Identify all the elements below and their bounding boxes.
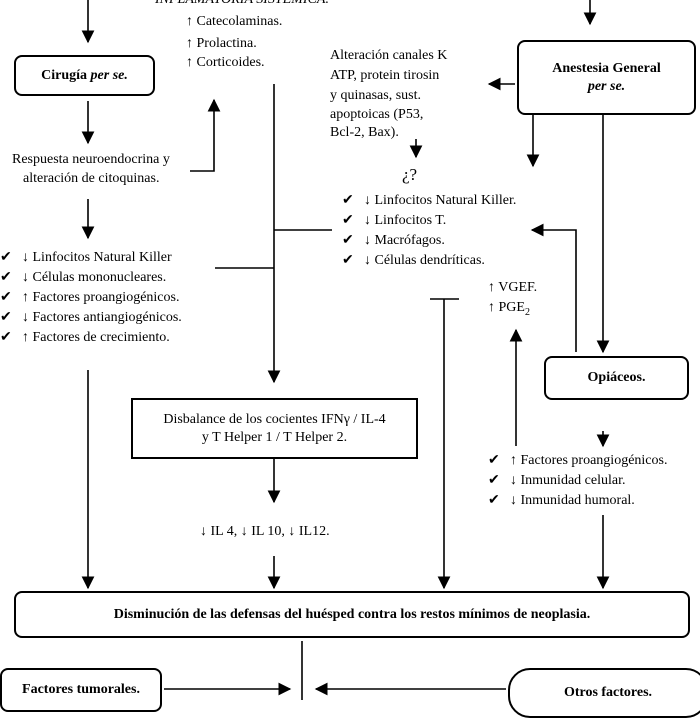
anestesia-box: Anestesia General per se. — [517, 40, 696, 115]
katp-line1: Alteración canales K — [330, 48, 448, 63]
hormone-item-corticoides: ↑ Corticoides. — [186, 55, 265, 70]
check-icon: ✔ — [0, 250, 12, 265]
cirugia-box: Cirugía per se. — [14, 55, 155, 96]
anestesia-line2: per se. — [587, 78, 626, 94]
list-item: ✔ ↓ Linfocitos Natural Killer — [0, 248, 182, 268]
disbalance-box: Disbalance de los cocientes IFNγ / IL-4 … — [131, 398, 418, 459]
center-list-item-text: ↓ Células dendríticas. — [364, 253, 485, 268]
anestesia-line1: Anestesia General — [552, 60, 661, 76]
katp-line2: ATP, protein tirosin — [330, 68, 440, 83]
opiaceos-list-item-text: ↑ Factores proangiogénicos. — [510, 453, 668, 468]
center-list: ✔ ↓ Linfocitos Natural Killer. ✔ ↓ Linfoci… — [342, 191, 516, 271]
opiaceos-label: Opiáceos. — [587, 370, 646, 385]
factores-tumorales-label: Factores tumorales. — [22, 682, 140, 697]
list-item: ✔ ↑ Factores de crecimiento. — [0, 328, 182, 348]
hormone-item-prolactina: ↑ Prolactina. — [186, 36, 257, 51]
neuro-line1: Respuesta neuroendocrina y — [12, 152, 170, 167]
check-icon: ✔ — [0, 310, 12, 325]
left-list-item-text: ↓ Células mononucleares. — [22, 270, 167, 285]
katp-line5: Bcl-2, Bax). — [330, 125, 399, 140]
cirugia-label: Cirugía — [41, 67, 88, 83]
center-list-item-text: ↓ Macrófagos. — [364, 233, 445, 248]
cirugia-emph: per se. — [90, 67, 128, 83]
list-item: ✔ ↑ Factores proangiogénicos. — [0, 288, 182, 308]
arrow-opiaceos-to-center — [530, 223, 577, 352]
arrow-neuro-to-hormones — [190, 98, 221, 172]
pge-subscript: 2 — [524, 306, 530, 318]
pge-main: ↑ PGE — [488, 300, 525, 315]
list-item: ✔ ↑ Factores proangiogénicos. — [488, 451, 667, 471]
left-list-item-text: ↓ Factores antiangiogénicos. — [22, 310, 182, 325]
list-item: ✔ ↓ Macrófagos. — [342, 231, 516, 251]
hormone-item-catecolaminas: ↑ Catecolaminas. — [186, 14, 283, 29]
opiaceos-box: Opiáceos. — [544, 356, 689, 400]
center-list-item-text: ↓ Linfocitos Natural Killer. — [364, 193, 517, 208]
list-item: ✔ ↓ Linfocitos T. — [342, 211, 516, 231]
katp-question: ¿? — [402, 165, 418, 184]
vgef-line: ↑ VGEF. — [488, 280, 538, 295]
otros-factores-label: Otros factores. — [563, 685, 653, 700]
check-icon: ✔ — [342, 193, 354, 208]
check-icon: ✔ — [488, 473, 500, 488]
check-icon: ✔ — [342, 253, 354, 268]
pge-line: ↑ PGE2 — [488, 298, 530, 323]
list-item: ✔ ↓ Células mononucleares. — [0, 268, 182, 288]
left-list-item-text: ↑ Factores proangiogénicos. — [22, 290, 180, 305]
left-list-item-text: ↑ Factores de crecimiento. — [22, 330, 170, 345]
opiaceos-list-item-text: ↓ Inmunidad celular. — [510, 473, 626, 488]
disbalance-line1: Disbalance de los cocientes IFNγ / IL-4 — [163, 411, 386, 427]
list-item: ✔ ↓ Inmunidad celular. — [488, 471, 667, 491]
list-item: ✔ ↓ Células dendríticas. — [342, 251, 516, 271]
check-icon: ✔ — [0, 270, 12, 285]
left-list: ✔ ↓ Linfocitos Natural Killer ✔ ↓ Células … — [0, 248, 182, 348]
check-icon: ✔ — [342, 213, 354, 228]
list-item: ✔ ↓ Factores antiangiogénicos. — [0, 308, 182, 328]
check-icon: ✔ — [0, 330, 12, 345]
il-text: ↓ IL 4, ↓ IL 10, ↓ IL12. — [200, 524, 330, 539]
opiaceos-list: ✔ ↑ Factores proangiogénicos. ✔ ↓ Inmunida… — [488, 451, 667, 511]
neuro-line2: alteración de citoquinas. — [23, 171, 160, 186]
otros-factores-box: Otros factores. — [508, 668, 700, 718]
disbalance-line2: y T Helper 1 / T Helper 2. — [201, 429, 348, 445]
disminucion-box: Disminución de las defensas del huésped … — [14, 591, 690, 638]
center-list-item-text: ↓ Linfocitos T. — [364, 213, 447, 228]
check-icon: ✔ — [488, 453, 500, 468]
katp-line4: apoptoicas (P53, — [330, 107, 424, 122]
list-item: ✔ ↓ Inmunidad humoral. — [488, 491, 667, 511]
check-icon: ✔ — [342, 233, 354, 248]
opiaceos-list-item-text: ↓ Inmunidad humoral. — [510, 493, 635, 508]
factores-tumorales-box: Factores tumorales. — [0, 668, 162, 712]
disminucion-label: Disminución de las defensas del huésped … — [113, 606, 591, 622]
katp-line3: y quinasas, sust. — [330, 88, 421, 103]
check-icon: ✔ — [488, 493, 500, 508]
left-list-item-text: ↓ Linfocitos Natural Killer — [22, 250, 172, 265]
check-icon: ✔ — [0, 290, 12, 305]
list-item: ✔ ↓ Linfocitos Natural Killer. — [342, 191, 516, 211]
connector-lines — [81, 0, 610, 700]
top-center-heading: INFLAMATORIA SISTÉMICA. — [155, 0, 329, 10]
